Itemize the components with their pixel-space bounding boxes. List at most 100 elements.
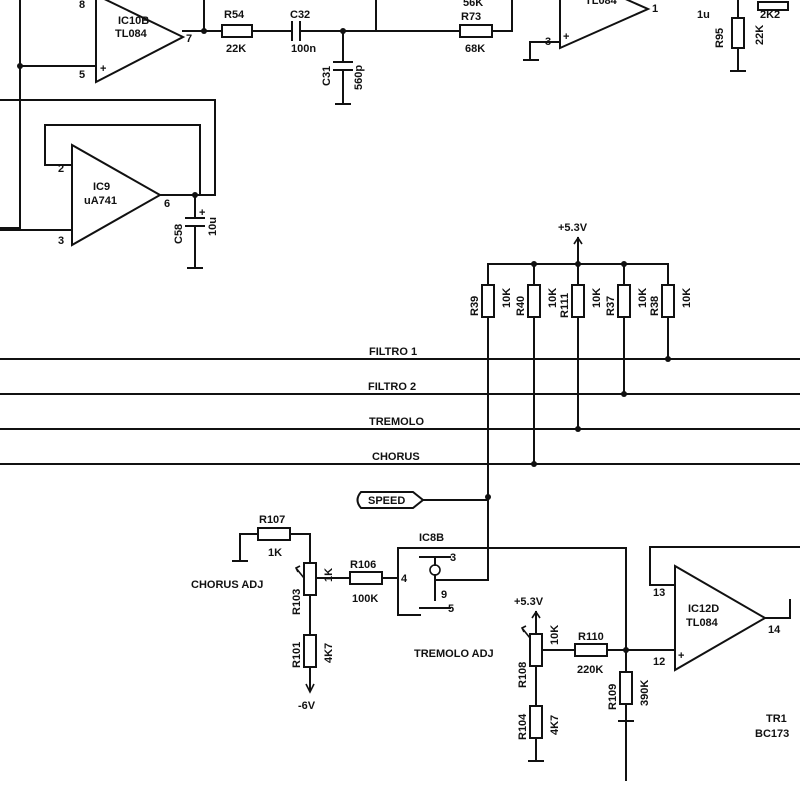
- c58-plus-sign: +: [199, 207, 205, 219]
- r107-resistor: [257, 527, 291, 541]
- r39-resistor: [481, 284, 495, 318]
- bank-supply-label: +5.3V: [558, 222, 588, 234]
- r103-name: R103: [291, 589, 303, 615]
- ic10b-input-wire: [0, 0, 97, 229]
- ic10b-plus-sign: +: [100, 63, 106, 75]
- ic8b-pivot-icon: [429, 564, 441, 576]
- r103-wiper-arrow-icon: [294, 565, 305, 579]
- ic12d-type: TL084: [686, 617, 719, 629]
- ic9-section: IC9 uA741 2 3 6 C58 + 10u: [0, 99, 219, 269]
- ic9-opamp-symbol: [71, 143, 163, 247]
- r108-name: R108: [517, 662, 529, 688]
- ic9-pin3: 3: [58, 235, 64, 247]
- ic12d-feedback-wire: [649, 546, 800, 619]
- ic8b-pin9: 9: [441, 589, 447, 601]
- r54-name: R54: [224, 9, 245, 21]
- speed-tag-label: SPEED: [368, 495, 405, 507]
- c58-value: 10u: [207, 217, 219, 236]
- r106-resistor: [349, 571, 383, 585]
- r111-resistor: [571, 284, 585, 318]
- c32-capacitor: [291, 21, 301, 41]
- r54-resistor: [221, 24, 253, 38]
- ic8b-pin5: 5: [448, 603, 454, 615]
- pullup-bank: +5.3V R39 10K R40 10K R111 10K R37 10K R…: [469, 222, 693, 498]
- r73-value: 68K: [465, 43, 485, 55]
- top-right-pin1: 1: [652, 3, 658, 15]
- ic10b-name: IC10B: [118, 15, 149, 27]
- r111-name: R111: [559, 293, 571, 318]
- r39-name: R39: [469, 296, 481, 316]
- c31-name: C31: [321, 66, 333, 86]
- ic12d-pin14: 14: [768, 624, 781, 636]
- signal-buses: FILTRO 1 FILTRO 2 TREMOLO CHORUS: [0, 346, 800, 467]
- ic8b-pin3: 3: [450, 552, 456, 564]
- ic12d-section: IC12D TL084 + 13 12 14 TR1 BC173: [649, 546, 800, 740]
- r109-name: R109: [607, 684, 619, 710]
- net-label-chorus: CHORUS: [372, 451, 420, 463]
- r107-value: 1K: [268, 547, 282, 559]
- ic12d-name: IC12D: [688, 603, 719, 615]
- ic9-pin6: 6: [164, 198, 170, 210]
- neg-supply-arrow-icon: [305, 683, 315, 694]
- r54-value: 22K: [226, 43, 246, 55]
- r95-resistor: [731, 17, 745, 49]
- r109-resistor: [619, 671, 633, 705]
- r101-value: 4K7: [323, 643, 335, 663]
- c58-capacitor: [185, 194, 205, 269]
- r95-side-value: 2K2: [760, 9, 780, 21]
- r108-value: 10K: [549, 625, 561, 645]
- r-top-right-resistor: [757, 1, 789, 11]
- junction-dot: [621, 391, 627, 397]
- ic10b-type: TL084: [115, 28, 148, 40]
- r110-resistor: [574, 643, 608, 657]
- ic9-pin2: 2: [58, 163, 64, 175]
- c31-value: 560p: [353, 65, 365, 90]
- c32-name: C32: [290, 9, 310, 21]
- r40-name: R40: [515, 296, 527, 316]
- r107-name: R107: [259, 514, 285, 526]
- ic9-type: uA741: [84, 195, 117, 207]
- r103-potentiometer: [303, 562, 317, 596]
- r37-name: R37: [605, 296, 617, 316]
- net-label-filtro1: FILTRO 1: [369, 346, 417, 358]
- ic12d-plus-sign: +: [678, 650, 684, 662]
- r104-wires: [528, 665, 544, 762]
- c-top-right-value: 1u: [697, 9, 710, 21]
- junction-dot: [575, 426, 581, 432]
- bank-drops: [487, 263, 669, 286]
- r107-wires: [232, 533, 311, 564]
- r73-resistor: [459, 24, 493, 38]
- r37-value: 10K: [637, 288, 649, 308]
- r106-name: R106: [350, 559, 376, 571]
- junction-dot: [531, 461, 537, 467]
- top-right-ground: [523, 41, 561, 61]
- r109-value: 390K: [639, 680, 651, 706]
- r101-name: R101: [291, 642, 303, 668]
- r108-wiper-arrow-icon: [520, 625, 531, 639]
- top-right-opamp-symbol: [559, 0, 651, 50]
- bus-lines: [0, 358, 800, 465]
- r38-resistor: [661, 284, 675, 318]
- tremolo-adj-section: +5.3V R108 10K TREMOLO ADJ R104 4K7 R110…: [414, 596, 676, 762]
- c31-capacitor: [333, 30, 353, 105]
- ic12d-pin13: 13: [653, 587, 665, 599]
- ic10b-pin5: 5: [79, 69, 85, 81]
- ic10b-pin7: 7: [186, 33, 192, 45]
- net-label-tremolo: TREMOLO: [369, 416, 424, 428]
- r104-value: 4K7: [549, 715, 561, 735]
- tremolo-supply-arrow-icon: [531, 610, 541, 619]
- ic8b-control: [434, 499, 489, 601]
- r40-value: 10K: [547, 288, 559, 308]
- ic12d-pin12: 12: [653, 656, 665, 668]
- ic9-feedback-inner: [44, 124, 201, 196]
- r37-resistor: [617, 284, 631, 318]
- r39-value: 10K: [501, 288, 513, 308]
- speed-net-tag: [356, 491, 425, 509]
- r110-name: R110: [578, 631, 604, 643]
- r40-resistor: [527, 284, 541, 318]
- top-right-opamp-section: TL084 + 1 3 1u R95 22K 2K2: [523, 0, 789, 72]
- ic8b-pin4: 4: [401, 573, 408, 585]
- r95-name: R95: [714, 28, 726, 48]
- ic8b-name: IC8B: [419, 532, 444, 544]
